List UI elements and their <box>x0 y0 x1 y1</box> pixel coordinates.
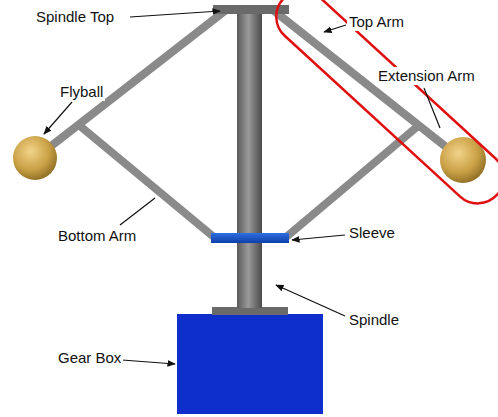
leader-lines <box>44 11 440 364</box>
part-label: Top Arm <box>347 13 406 31</box>
part-label: Spindle Top <box>34 8 116 26</box>
gear-box <box>177 314 323 414</box>
sleeve <box>211 233 289 243</box>
part-label: Bottom Arm <box>56 227 138 245</box>
part-label: Extension Arm <box>376 67 477 85</box>
gear-box-cap <box>212 307 288 315</box>
part-label: Flyball <box>58 83 105 101</box>
part-label: Spindle <box>347 311 401 329</box>
flyball <box>13 136 57 180</box>
highlight-outline <box>266 0 498 214</box>
part-label: Gear Box <box>56 349 123 367</box>
spindle <box>237 10 262 308</box>
part-label: Sleeve <box>347 224 397 242</box>
